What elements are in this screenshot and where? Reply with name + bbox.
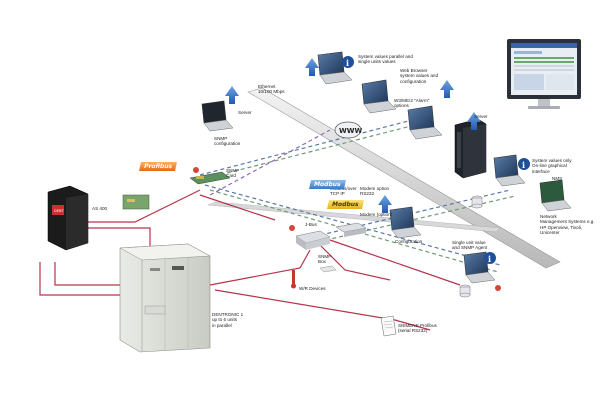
label-snmp-configuration: SNMP configuration bbox=[214, 136, 241, 147]
label-network-management: Network Management Systems e.g. HP Openv… bbox=[540, 214, 595, 236]
profibus-card bbox=[122, 194, 150, 210]
as400-server: DENT bbox=[47, 185, 89, 251]
document bbox=[380, 315, 397, 337]
data-line bbox=[204, 184, 501, 266]
info-icon: i bbox=[484, 252, 496, 264]
label-wemis-alarm: W3/ME/2 "Alarm" options bbox=[394, 98, 430, 109]
ethernet-backbone bbox=[247, 87, 561, 269]
snmp-card bbox=[189, 171, 231, 185]
label-modem-option: Modem option RS232 bbox=[360, 186, 390, 197]
modem bbox=[335, 222, 367, 237]
blue-arrow-icons bbox=[225, 58, 481, 213]
label-wr-devices: W/R Devices bbox=[299, 286, 326, 291]
tag-profibus: Profibus bbox=[139, 162, 178, 171]
server-tower bbox=[454, 118, 487, 179]
laptop-top-1 bbox=[317, 51, 353, 85]
monitor-main bbox=[507, 39, 581, 109]
snmp-box bbox=[295, 230, 331, 250]
data-line bbox=[199, 117, 421, 176]
laptop-top-2 bbox=[361, 79, 397, 114]
label-snmp-box: SNMP Box bbox=[318, 254, 332, 265]
label-nms: NMS bbox=[552, 176, 563, 181]
www-icon: WWW bbox=[334, 121, 362, 139]
data-flow-lines bbox=[199, 117, 516, 273]
label-as400: AS 400 bbox=[92, 206, 108, 211]
svg-text:i: i bbox=[346, 58, 349, 68]
data-line bbox=[199, 124, 416, 181]
label-system-values-only: System values only On-line graphical int… bbox=[532, 158, 572, 174]
label-single-unit: Single unit value and SNMP Agent bbox=[452, 240, 488, 251]
label-server-right: Server bbox=[474, 114, 488, 119]
laptop-left-server bbox=[201, 100, 234, 132]
serial-lines bbox=[39, 189, 461, 331]
wr-device bbox=[291, 265, 337, 289]
tag-modbus-blue: Modbus bbox=[309, 180, 346, 189]
svg-text:i: i bbox=[522, 160, 525, 170]
laptop-config bbox=[389, 206, 422, 239]
ups-cabinet bbox=[119, 243, 211, 353]
www-text: WWW bbox=[339, 127, 362, 135]
label-ethernet: Ethernet 10/100 Mbps bbox=[258, 84, 285, 95]
alarm-lights bbox=[193, 167, 501, 291]
label-configuration: Configuration bbox=[395, 239, 423, 244]
label-ups-caption: DENTRONIC 1 up to 6 units in parallel bbox=[212, 312, 244, 328]
label-server-left: Server bbox=[238, 110, 252, 115]
label-web-browser: Web Browser system values and configurat… bbox=[400, 68, 439, 84]
laptop-right-1 bbox=[493, 154, 526, 187]
label-jbus: J-Bus bbox=[305, 222, 317, 227]
label-system-values: System values parallel and single units … bbox=[358, 54, 413, 65]
label-modem-lower: Modem (option) bbox=[360, 212, 393, 217]
database-icons bbox=[459, 195, 483, 298]
as400-screen-text: DENT bbox=[54, 209, 65, 213]
laptop-snmp-agent bbox=[463, 251, 496, 284]
label-siemens-profibus: SIEMENS Profibus (serial RS232) bbox=[398, 323, 437, 334]
info-icon: i bbox=[518, 158, 530, 170]
data-line bbox=[209, 129, 331, 196]
laptop-top-3 bbox=[407, 105, 443, 140]
info-icon: i bbox=[342, 56, 354, 68]
laptop-right-2 bbox=[539, 179, 572, 212]
label-snmp-card: SNMP Card bbox=[226, 168, 240, 179]
tag-modbus-yellow: Modbus bbox=[327, 200, 364, 209]
svg-text:i: i bbox=[488, 254, 491, 264]
